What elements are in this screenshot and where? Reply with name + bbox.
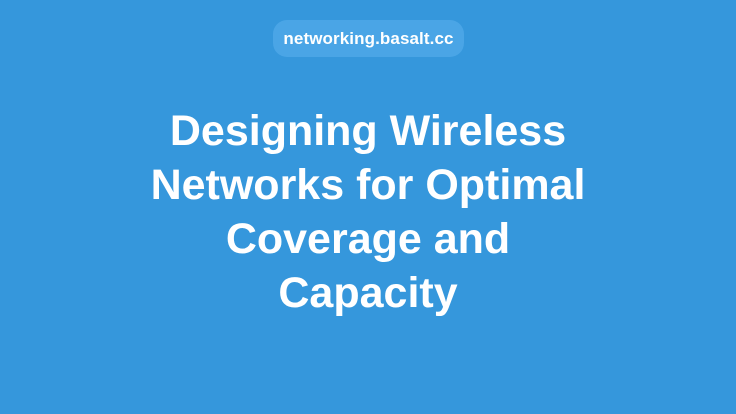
title-line-4: Capacity	[278, 269, 458, 317]
title-line-1: Designing Wireless	[169, 107, 567, 155]
page-title: Designing Wireless Networks for Optimal …	[100, 104, 636, 320]
title-line-3: Coverage and	[225, 215, 511, 263]
title-line-2: Networks for Optimal	[150, 161, 586, 209]
site-domain-badge[interactable]: networking.basalt.cc	[273, 20, 464, 57]
